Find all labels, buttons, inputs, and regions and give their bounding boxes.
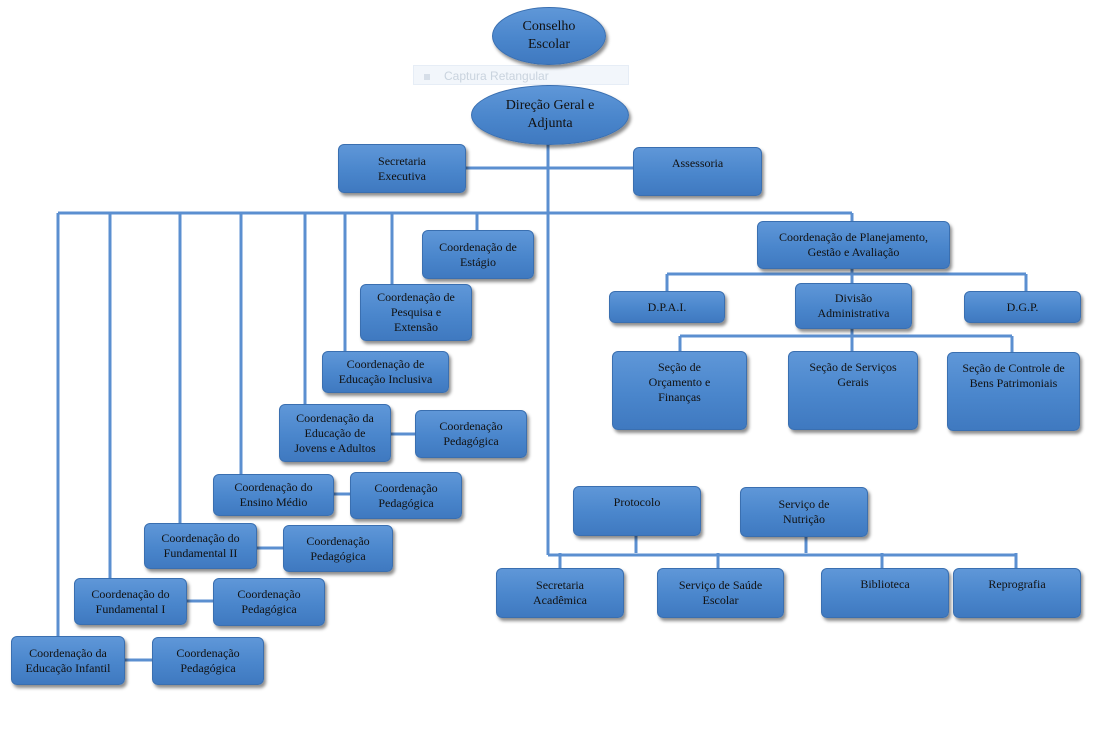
capture-icon — [424, 73, 430, 80]
node-secao-servicos: Seção de Serviços Gerais — [788, 351, 918, 430]
node-coord-fundamental-2: Coordenação do Fundamental II — [144, 523, 257, 569]
ghost-tooltip-label: Captura Retangular — [444, 69, 549, 83]
node-biblioteca: Biblioteca — [821, 568, 949, 618]
node-coord-fundamental-1: Coordenação do Fundamental I — [74, 578, 187, 625]
node-pedagogica-fund1: Coordenação Pedagógica — [213, 578, 325, 626]
node-divisao-administrativa: Divisão Administrativa — [795, 283, 912, 329]
node-assessoria: Assessoria — [633, 147, 762, 196]
node-secao-orcamento: Seção de Orçamento e Finanças — [612, 351, 747, 430]
ghost-tooltip: Captura Retangular — [413, 65, 629, 85]
node-coord-planejamento: Coordenação de Planejamento, Gestão e Av… — [757, 221, 950, 269]
node-saude-escolar: Serviço de Saúde Escolar — [657, 568, 784, 618]
node-protocolo: Protocolo — [573, 486, 701, 536]
node-secao-bens: Seção de Controle de Bens Patrimoniais — [947, 352, 1080, 431]
node-pedagogica-medio: Coordenação Pedagógica — [350, 472, 462, 519]
node-pedagogica-infantil: Coordenação Pedagógica — [152, 637, 264, 685]
node-direcao-geral: Direção Geral e Adjunta — [471, 85, 629, 145]
node-secretaria-executiva: Secretaria Executiva — [338, 144, 466, 193]
node-pedagogica-eja: Coordenação Pedagógica — [415, 410, 527, 458]
node-coord-pesquisa: Coordenação de Pesquisa e Extensão — [360, 284, 472, 341]
node-coord-educacao-infantil: Coordenação da Educação Infantil — [11, 636, 125, 685]
node-pedagogica-fund2: Coordenação Pedagógica — [283, 525, 393, 572]
node-coord-ensino-medio: Coordenação do Ensino Médio — [213, 474, 334, 516]
node-coord-eja: Coordenação da Educação de Jovens e Adul… — [279, 404, 391, 462]
node-servico-nutricao: Serviço de Nutrição — [740, 487, 868, 537]
node-dgp: D.G.P. — [964, 291, 1081, 323]
node-dpai: D.P.A.I. — [609, 291, 725, 323]
node-reprografia: Reprografia — [953, 568, 1081, 618]
node-coord-estagio: Coordenação de Estágio — [422, 230, 534, 279]
node-secretaria-academica: Secretaria Acadêmica — [496, 568, 624, 618]
node-conselho-escolar: Conselho Escolar — [492, 7, 606, 65]
node-coord-inclusiva: Coordenação de Educação Inclusiva — [322, 351, 449, 393]
